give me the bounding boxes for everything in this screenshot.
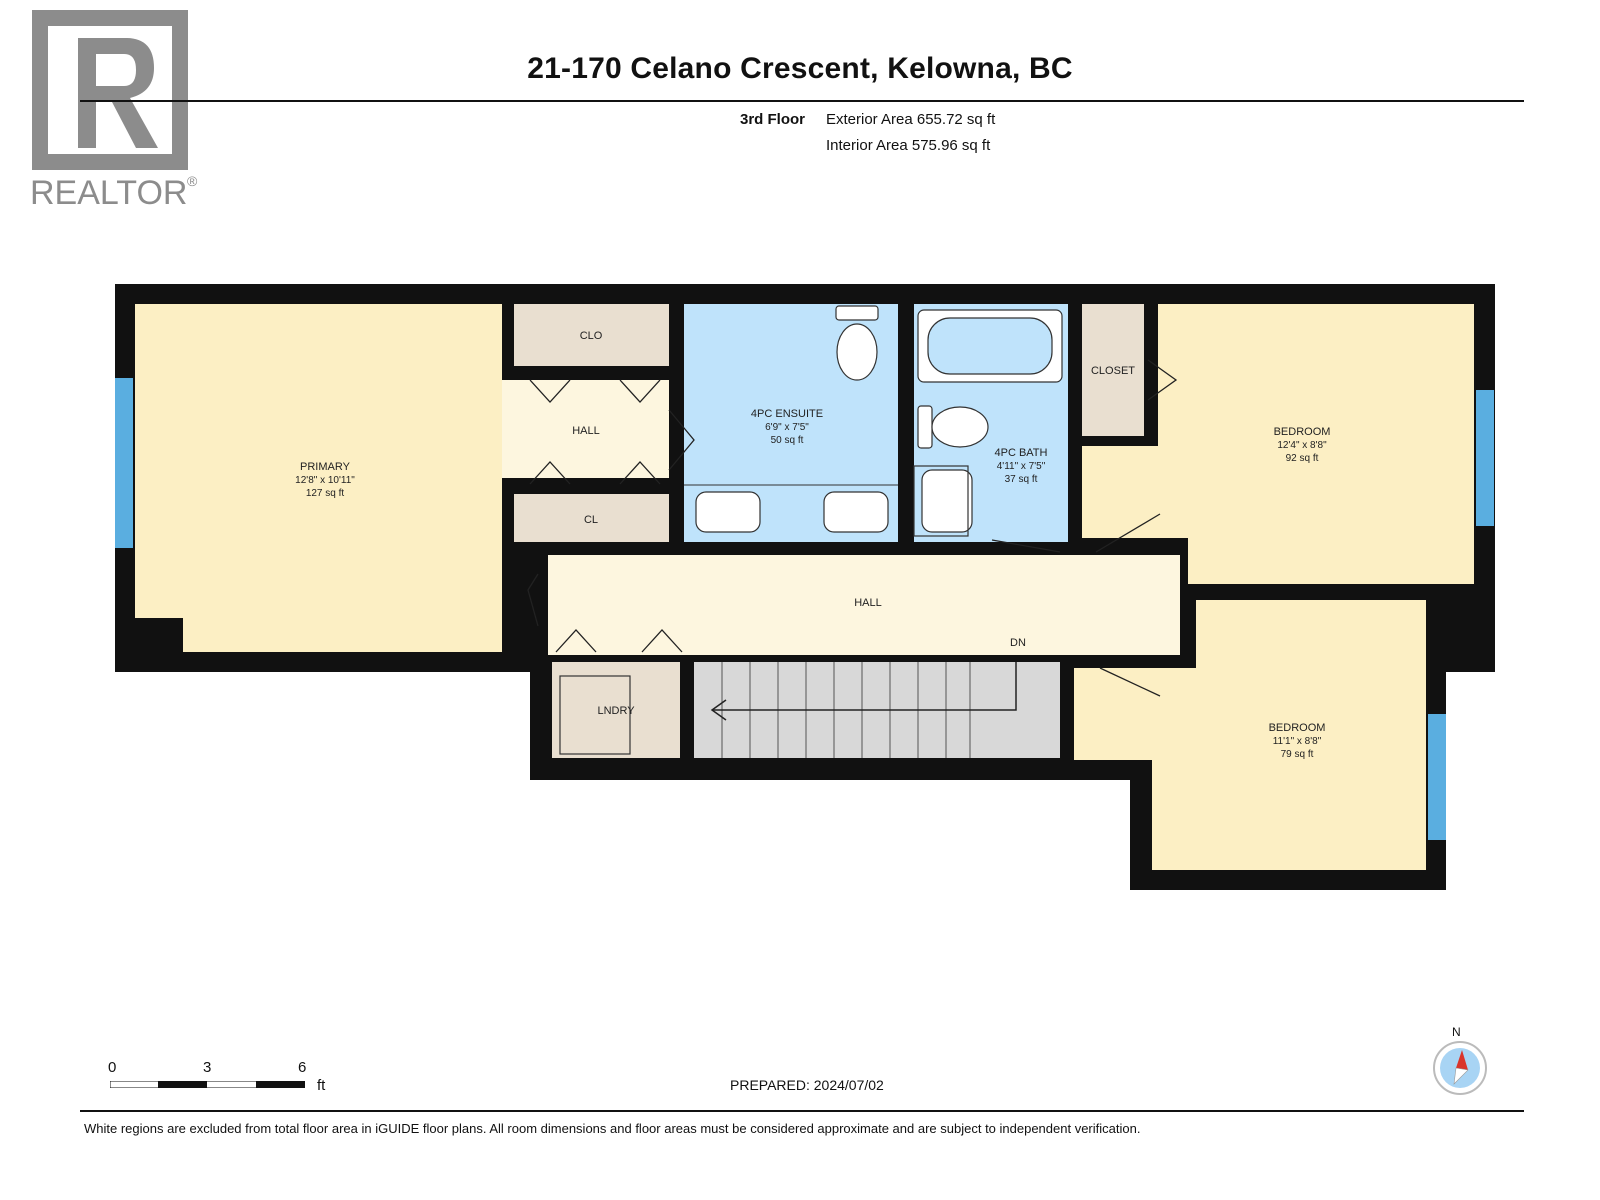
svg-text:4'11" x 7'5": 4'11" x 7'5" (997, 461, 1046, 472)
doors (527, 359, 1178, 697)
interior-area: Interior Area 575.96 sq ft (826, 137, 991, 154)
floor-label: 3rd Floor (739, 111, 805, 128)
room-closet (1082, 304, 1144, 436)
bathtub (917, 309, 1063, 383)
svg-text:BEDROOM: BEDROOM (1269, 722, 1326, 734)
svg-text:50 sq ft: 50 sq ft (771, 435, 804, 446)
label-laundry: LNDRY (597, 705, 635, 717)
realtor-logo: REALTOR ® (30, 10, 198, 208)
label-hall-main: HALL (854, 597, 882, 609)
room-bedroom-1 (1082, 304, 1474, 584)
label-cl: CL (584, 514, 598, 526)
footer-divider (80, 1110, 1524, 1112)
svg-text:PRIMARY: PRIMARY (300, 461, 351, 473)
realtor-wordmark: REALTOR (30, 174, 187, 208)
svg-text:92 sq ft: 92 sq ft (1286, 453, 1319, 464)
scale-unit: ft (317, 1077, 326, 1094)
primary-wall-notch (115, 618, 183, 672)
room-primary (135, 304, 502, 652)
label-ensuite: 4PC ENSUITE 6'9" x 7'5" 50 sq ft (751, 408, 823, 446)
toilets (835, 305, 989, 449)
svg-text:6'9" x 7'5": 6'9" x 7'5" (765, 422, 809, 433)
svg-text:37 sq ft: 37 sq ft (1005, 474, 1038, 485)
stair-treads (710, 662, 1017, 758)
scale-bar (110, 1081, 305, 1088)
svg-text:11'1" x 8'8": 11'1" x 8'8" (1273, 736, 1322, 747)
svg-text:127 sq ft: 127 sq ft (306, 488, 345, 499)
svg-text:4PC ENSUITE: 4PC ENSUITE (751, 408, 823, 420)
title-divider (80, 100, 1524, 102)
label-bedroom-1: BEDROOM 12'4" x 8'8" 92 sq ft (1274, 426, 1331, 464)
room-bedroom-2 (1074, 600, 1426, 870)
svg-text:12'4" x 8'8": 12'4" x 8'8" (1277, 440, 1327, 451)
room-laundry (552, 662, 680, 758)
exterior-area: Exterior Area 655.72 sq ft (826, 111, 996, 128)
scale-label-3: 3 (203, 1059, 212, 1076)
label-hall-small: HALL (572, 425, 600, 437)
room-hall-small (502, 380, 669, 478)
svg-text:79 sq ft: 79 sq ft (1281, 749, 1314, 760)
room-hall-main (548, 555, 1180, 655)
scale-label-6: 6 (298, 1059, 307, 1076)
sinks (695, 465, 973, 537)
scale-label-0: 0 (108, 1059, 117, 1076)
label-clo: CLO (580, 330, 603, 342)
label-dn: DN (1010, 637, 1026, 649)
compass-icon: N (1433, 1025, 1487, 1095)
svg-text:12'8" x 10'11": 12'8" x 10'11" (295, 475, 355, 486)
property-title: 21-170 Celano Crescent, Kelowna, BC (527, 52, 1073, 85)
label-primary: PRIMARY 12'8" x 10'11" 127 sq ft (295, 461, 355, 499)
svg-text:BEDROOM: BEDROOM (1274, 426, 1331, 438)
label-bedroom-2: BEDROOM 11'1" x 8'8" 79 sq ft (1269, 722, 1326, 760)
room-clo (514, 304, 669, 366)
footer-disclaimer: White regions are excluded from total fl… (84, 1121, 1141, 1136)
room-cl (514, 494, 669, 542)
label-bath: 4PC BATH 4'11" x 7'5" 37 sq ft (995, 447, 1048, 485)
label-closet: CLOSET (1091, 365, 1135, 377)
laundry-machine (559, 675, 631, 755)
svg-text:®: ® (187, 173, 198, 189)
prepared-date: PREPARED: 2024/07/02 (730, 1077, 884, 1093)
windows (115, 378, 1494, 840)
svg-text:N: N (1452, 1025, 1461, 1039)
svg-text:4PC BATH: 4PC BATH (995, 447, 1048, 459)
